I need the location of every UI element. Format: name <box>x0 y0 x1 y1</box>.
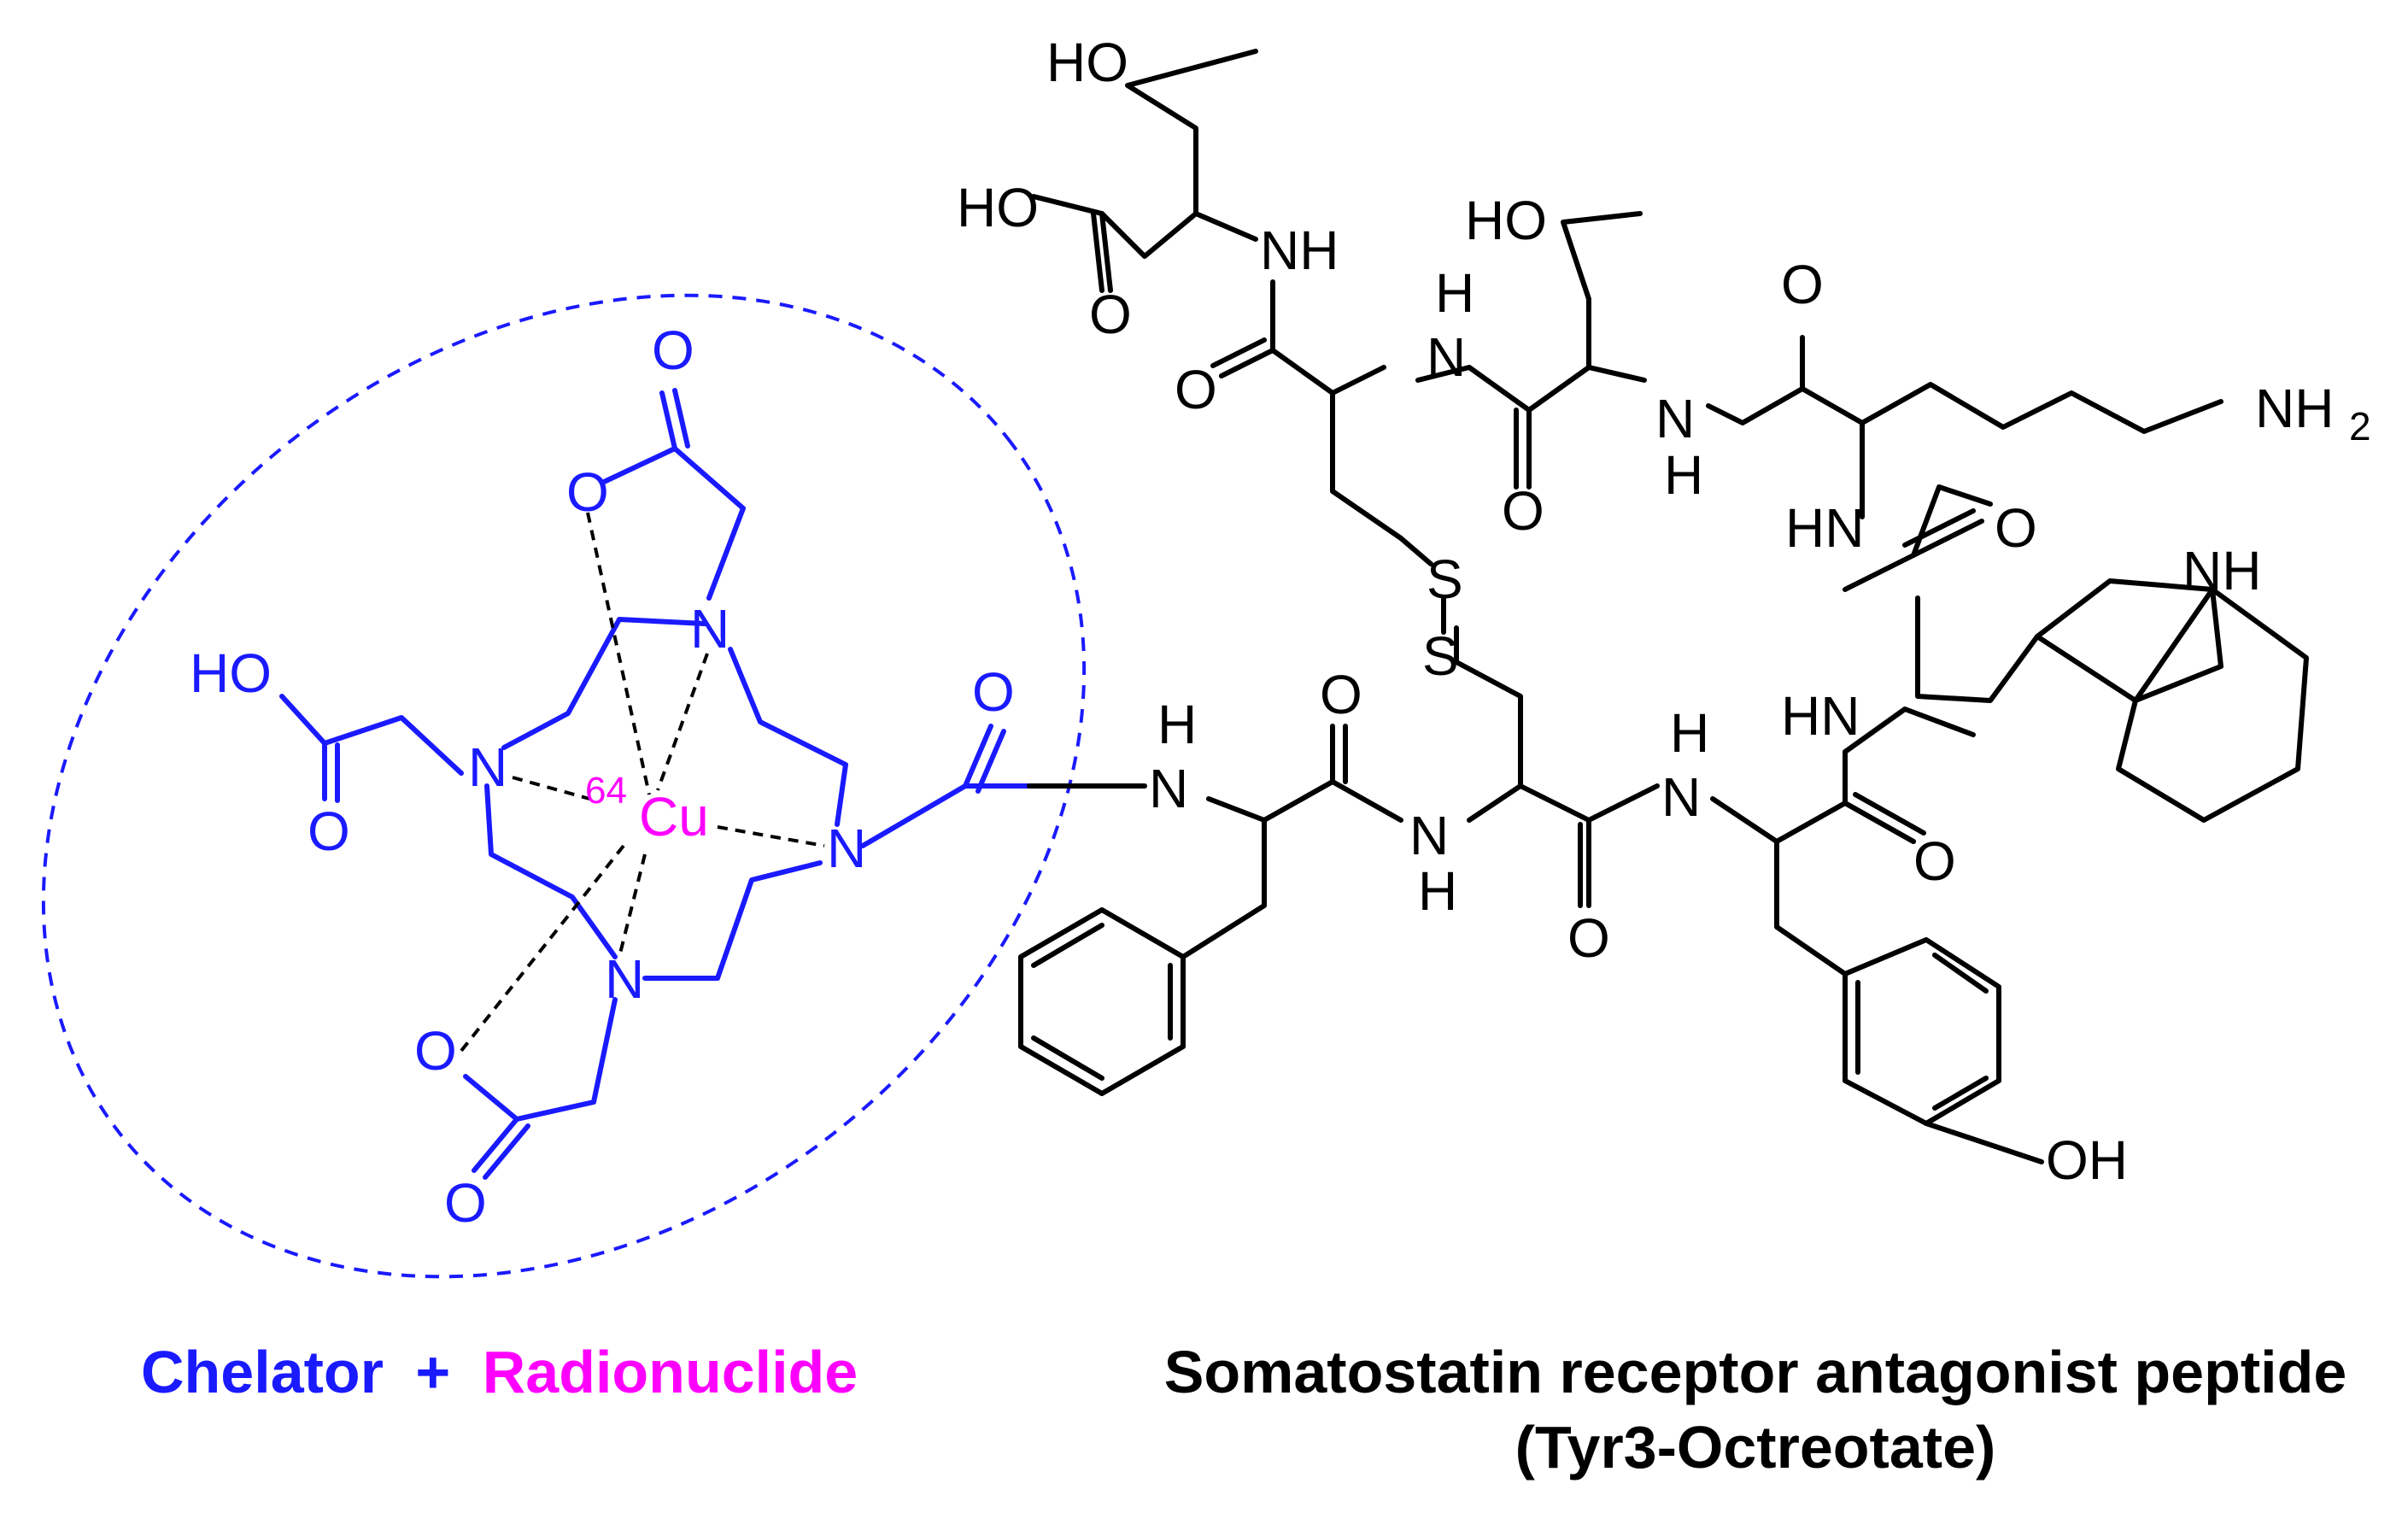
lys-amine-subscript: 2 <box>2349 404 2371 449</box>
chelator-enclosure <box>41 293 1087 1279</box>
amide-nh-3-n: N <box>1655 388 1695 449</box>
peptide-group: HO HO O NH O H N HO O N H O NH 2 HN O NH… <box>957 32 2371 1191</box>
trp-pyrrole-ring <box>2035 578 2223 703</box>
chelator-hydroxyl-left: HO <box>190 642 272 704</box>
amide-nh-8-n: N <box>1149 758 1188 819</box>
cys-bottom-carbonyl-o: O <box>1567 907 1610 969</box>
tyr-carbonyl-o: O <box>1913 830 1956 892</box>
chelator-n-right: N <box>827 818 866 879</box>
amide-nh-8-h: H <box>1157 694 1197 755</box>
phe-benzene-ring <box>1018 907 1186 1096</box>
chelator-group: N N N N O O O HO O O O 64 Cu <box>41 293 1087 1279</box>
caption-peptide-line2: (Tyr3-Octreotate) <box>1515 1414 1996 1481</box>
amide-nh-6-n: N <box>1661 766 1701 828</box>
thr2-hydroxyl: HO <box>1465 190 1547 251</box>
indole-nh: NH <box>2182 540 2261 601</box>
caption-chelator-line: Chelator + Radionuclide <box>141 1339 858 1405</box>
chelator-o-top-carbonyl: O <box>652 320 694 381</box>
caption-plus: + <box>415 1339 450 1405</box>
macrocycle-bonds <box>279 388 1032 1180</box>
amide-hn-5: HN <box>1781 685 1860 747</box>
tyr-phenol-ring <box>1843 937 2001 1126</box>
thr2-carbonyl-o: O <box>1502 480 1544 542</box>
amide-nh-1: NH <box>1260 220 1339 281</box>
chelator-n-bottom: N <box>605 948 644 1010</box>
lys-amine: NH <box>2255 378 2334 439</box>
amide-nh-6-h: H <box>1670 702 1709 764</box>
trp-carbonyl-o: O <box>1995 497 2037 559</box>
disulfide-s-top: S <box>1427 548 1463 610</box>
amide-nh-7-n: N <box>1409 805 1449 866</box>
amide-nh-3-h: H <box>1664 444 1703 506</box>
thr-top-acid-o: O <box>1089 284 1132 345</box>
tyr-hydroxyl: OH <box>2046 1129 2128 1191</box>
radionuclide-mass-number: 64 <box>585 770 627 812</box>
amide-nh-2-n: N <box>1427 326 1466 388</box>
amide-hn-4: HN <box>1785 497 1864 559</box>
caption-radionuclide: Radionuclide <box>483 1339 858 1405</box>
trp-benzene-ring <box>2116 587 2309 823</box>
cys-top-carbonyl-o: O <box>1175 359 1217 420</box>
amide-nh-7-h: H <box>1418 860 1457 922</box>
caption-chelator: Chelator <box>141 1339 384 1405</box>
phe-carbonyl-o: O <box>1320 664 1362 725</box>
peptide-bonds <box>1018 49 2309 1164</box>
chelator-o-amide: O <box>972 661 1015 723</box>
thr-top-acid-oh: HO <box>957 177 1039 238</box>
caption-peptide-line1: Somatostatin receptor antagonist peptide <box>1164 1339 2347 1405</box>
chelator-o-bottom-carbonyl: O <box>444 1172 487 1234</box>
disulfide-s-bottom: S <box>1422 625 1459 687</box>
chelator-o-left-carbonyl: O <box>308 800 350 862</box>
chelator-n-left: N <box>468 736 507 798</box>
lys-carbonyl-o: O <box>1781 254 1824 315</box>
chelator-n-top: N <box>690 598 729 660</box>
coordination-bonds <box>460 512 825 1053</box>
chelator-o-bottom-coord: O <box>414 1020 457 1082</box>
thr-top-hydroxyl: HO <box>1046 32 1128 93</box>
chelator-o-top-coord: O <box>566 461 609 523</box>
radionuclide-symbol: Cu <box>639 786 709 847</box>
amide-nh-2-h: H <box>1435 262 1474 324</box>
